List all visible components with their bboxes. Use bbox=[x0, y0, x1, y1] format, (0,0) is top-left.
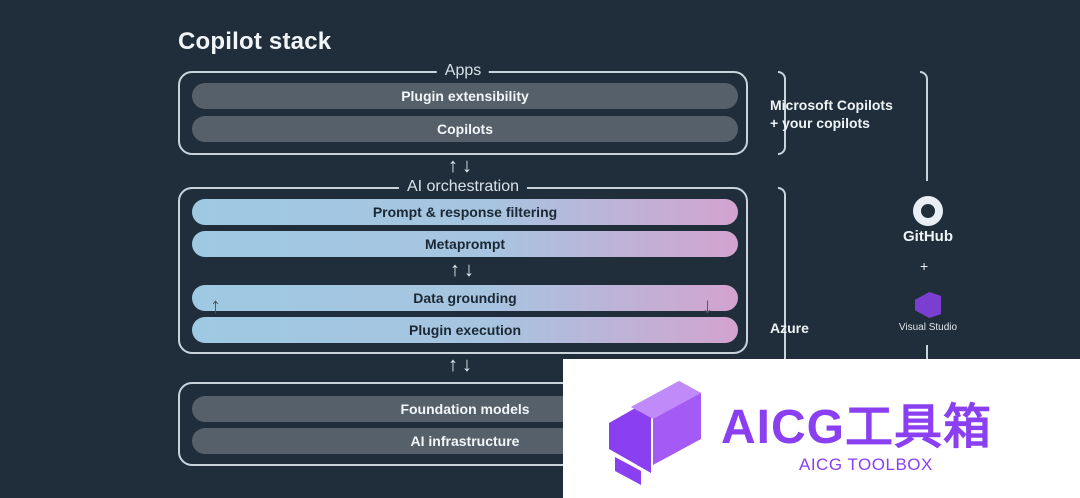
brand-watermark: AICG工具箱 AICG TOOLBOX bbox=[563, 359, 1080, 498]
apps-group: Apps Plugin extensibility Copilots bbox=[178, 62, 748, 155]
azure-brace bbox=[778, 187, 786, 359]
up-arrow-icon: ↑ bbox=[210, 293, 221, 318]
visual-studio-label: Visual Studio bbox=[898, 322, 958, 333]
metaprompt-bar: Metaprompt bbox=[192, 231, 738, 257]
orchestration-foundation-arrows: ↑↓ bbox=[448, 354, 476, 376]
plugin-execution-bar: Plugin execution bbox=[192, 317, 738, 343]
tools-brace-top bbox=[920, 71, 928, 181]
apps-group-label: Apps bbox=[436, 62, 490, 80]
orchestration-group-label: AI orchestration bbox=[398, 178, 528, 196]
github-label: GitHub bbox=[903, 228, 953, 245]
brand-title: AICG工具箱 bbox=[721, 401, 993, 454]
data-grounding-bar: Data grounding bbox=[192, 285, 738, 311]
github-icon bbox=[913, 196, 943, 226]
apps-orchestration-arrows: ↑↓ bbox=[448, 155, 476, 177]
orchestration-group: AI orchestration Prompt & response filte… bbox=[178, 178, 748, 354]
azure-label: Azure bbox=[770, 320, 809, 336]
tools-line-bottom bbox=[926, 345, 928, 359]
aicg-logo-icon bbox=[609, 381, 701, 485]
visual-studio-block: Visual Studio bbox=[893, 292, 963, 333]
plus-sign: + bbox=[920, 258, 929, 274]
page-title: Copilot stack bbox=[178, 28, 332, 55]
copilots-bar: Copilots bbox=[192, 116, 738, 142]
metaprompt-grounding-arrows: ↑↓ bbox=[450, 259, 478, 281]
plugin-extensibility-bar: Plugin extensibility bbox=[192, 83, 738, 109]
copilots-side-line1: Microsoft Copilots bbox=[770, 97, 893, 113]
copilots-side-label: Microsoft Copilots + your copilots bbox=[770, 96, 893, 132]
github-block: GitHub bbox=[898, 196, 958, 245]
brand-subtitle: AICG TOOLBOX bbox=[799, 455, 933, 474]
prompt-filtering-bar: Prompt & response filtering bbox=[192, 199, 738, 225]
visual-studio-icon bbox=[915, 292, 941, 318]
down-arrow-icon: ↓ bbox=[702, 293, 713, 318]
copilots-side-line2: + your copilots bbox=[770, 115, 870, 131]
